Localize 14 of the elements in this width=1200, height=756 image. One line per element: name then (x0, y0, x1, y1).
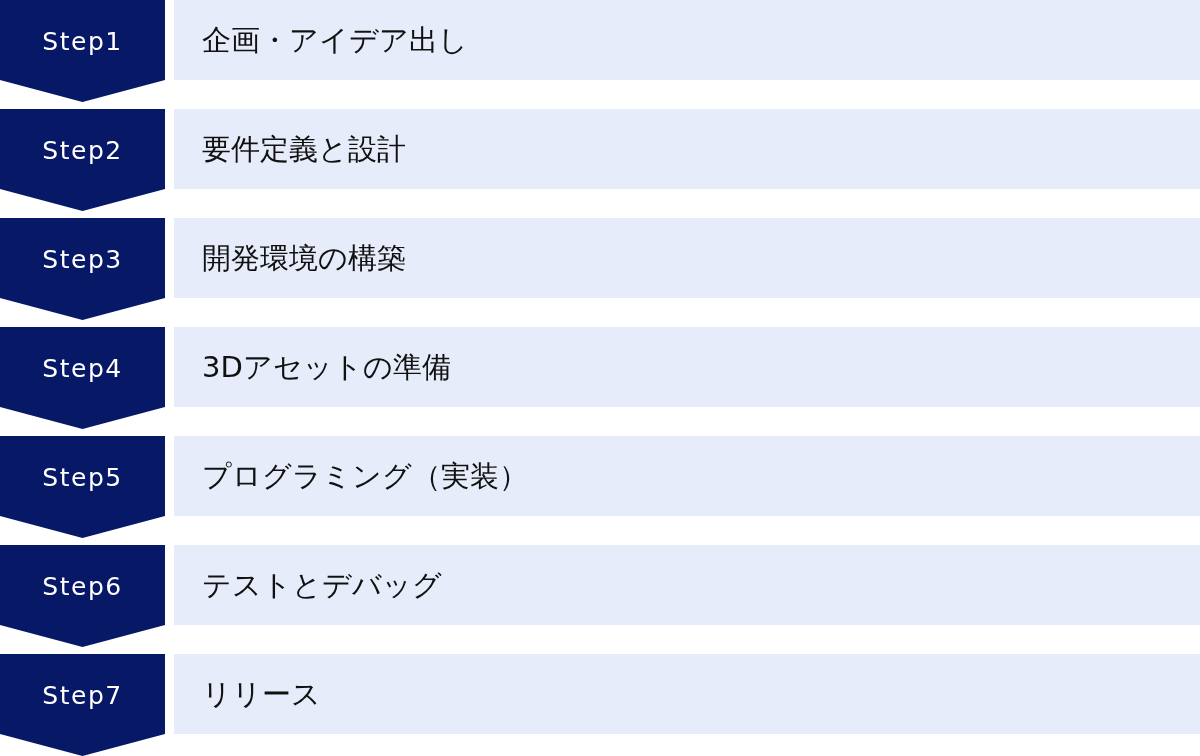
step-badge: Step3 (0, 218, 165, 320)
step-box: 3Dアセットの準備 (174, 327, 1200, 407)
step-box: テストとデバッグ (174, 545, 1200, 625)
step-box: リリース (174, 654, 1200, 734)
step-badge: Step4 (0, 327, 165, 429)
step-box: 企画・アイデア出し (174, 0, 1200, 80)
step-box: プログラミング（実装） (174, 436, 1200, 516)
step-badge: Step5 (0, 436, 165, 538)
step-box: 開発環境の構築 (174, 218, 1200, 298)
step-badge: Step6 (0, 545, 165, 647)
step-badge: Step7 (0, 654, 165, 756)
step-badge: Step2 (0, 109, 165, 211)
step-box: 要件定義と設計 (174, 109, 1200, 189)
step-badge: Step1 (0, 0, 165, 102)
